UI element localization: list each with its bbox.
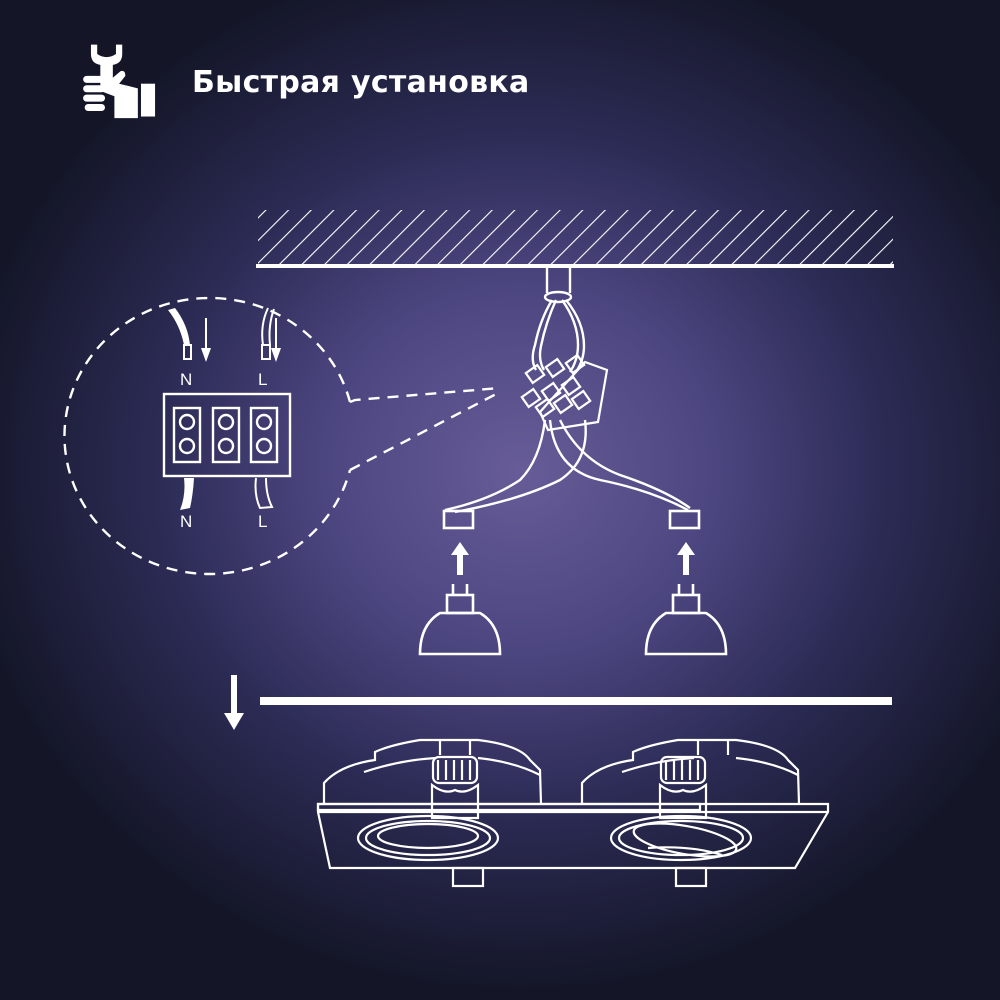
label-bottom-live: L bbox=[258, 512, 268, 531]
socket-left bbox=[442, 509, 475, 530]
lamp-wires-icon bbox=[444, 419, 691, 514]
arrow-down-icon bbox=[224, 675, 244, 730]
detail-wires-bottom bbox=[180, 477, 274, 510]
ceiling-cable-icon bbox=[531, 268, 586, 373]
label-bottom-neutral: N bbox=[180, 512, 193, 531]
double-downlight-fixture-icon bbox=[316, 738, 830, 888]
socket-right bbox=[668, 509, 701, 530]
page-title: Быстрая установка bbox=[192, 64, 530, 100]
ceiling-surface-line bbox=[260, 697, 892, 705]
detail-terminal-block-icon bbox=[162, 392, 292, 478]
lamp-bulb-left-icon bbox=[418, 584, 502, 656]
wrench-hand-icon bbox=[83, 44, 156, 119]
detail-wires-top bbox=[168, 307, 281, 362]
terminal-block-icon bbox=[520, 353, 609, 432]
ceiling-icon bbox=[256, 210, 894, 268]
label-top-neutral: N bbox=[180, 370, 193, 389]
detail-callout bbox=[63, 296, 501, 576]
label-top-live: L bbox=[258, 370, 268, 389]
lamp-bulb-right-icon bbox=[644, 584, 728, 656]
arrow-up-icon bbox=[451, 542, 695, 575]
header: Быстрая установка bbox=[80, 36, 530, 122]
